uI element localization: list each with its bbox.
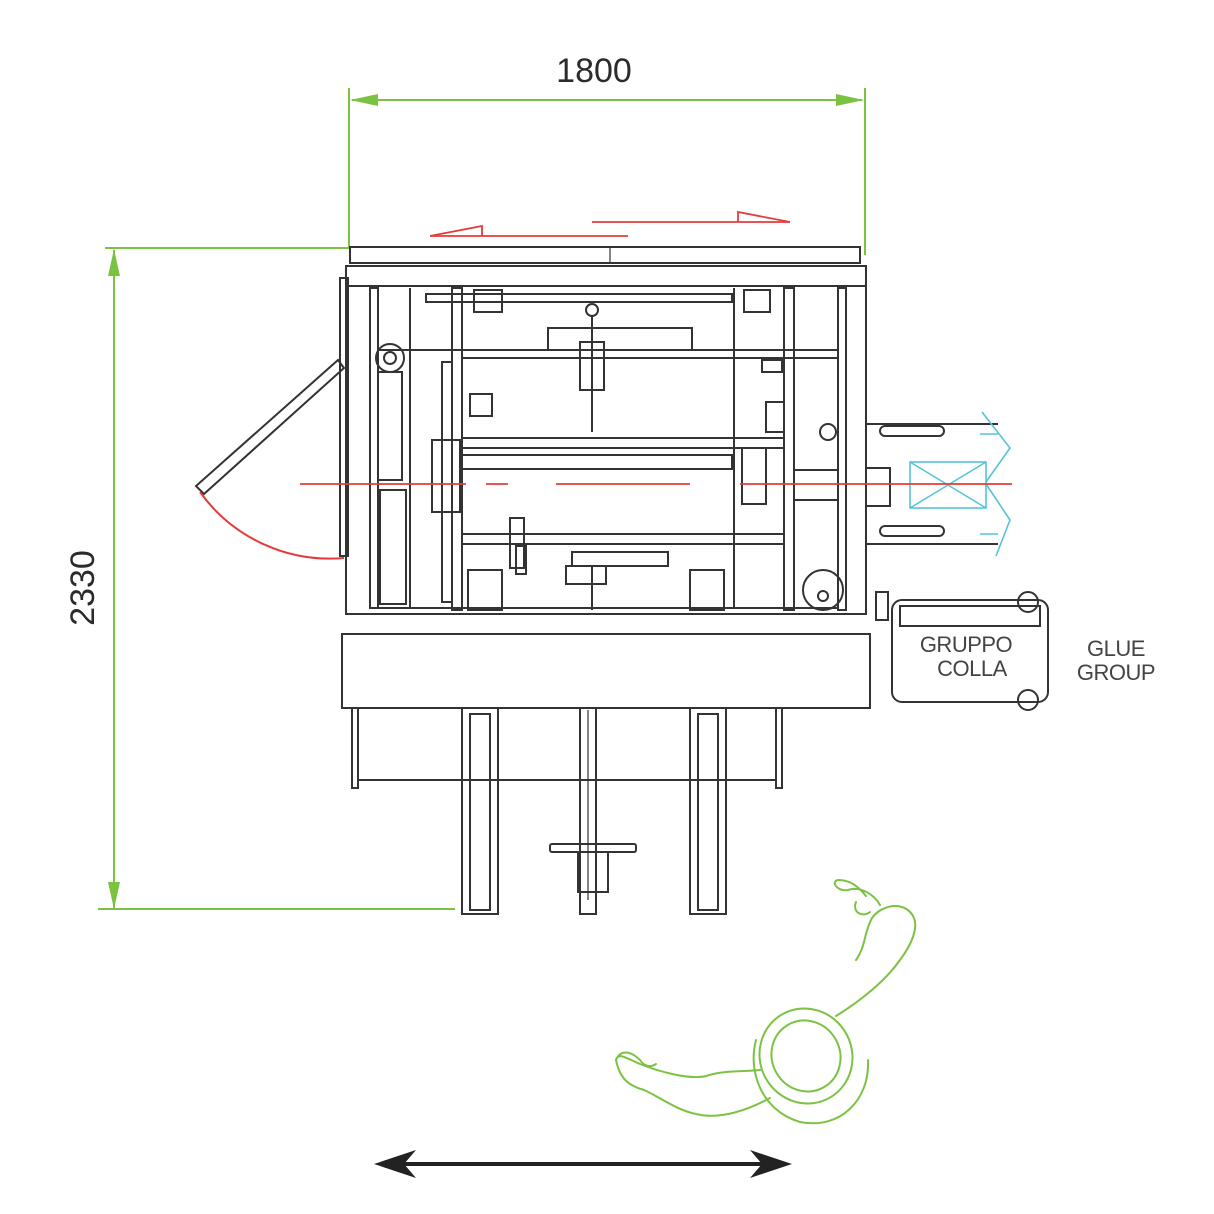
- glue-group-label-line2: GROUP: [1077, 660, 1155, 685]
- gruppo-colla-label-line1: GRUPPO: [920, 632, 1013, 657]
- left-door: [194, 358, 346, 560]
- double-arrow-icon: [374, 1150, 792, 1178]
- glue-group-unit: [891, 591, 1049, 711]
- machine-base: [341, 633, 871, 915]
- gruppo-colla-label-line2: COLLA: [937, 656, 1007, 681]
- flow-arrows-top: [429, 210, 791, 237]
- height-dimension: [98, 249, 455, 910]
- glue-group-label-line1: GLUE: [1087, 636, 1145, 661]
- machine-frame: [339, 246, 867, 615]
- outfeed-box-icon: [909, 411, 1011, 557]
- height-dimension-label: 2330: [64, 550, 102, 626]
- operator-figure-icon: [615, 879, 917, 1125]
- width-dimension-label: 1800: [556, 52, 632, 90]
- width-dimension: [105, 88, 866, 255]
- outfeed-section: [865, 423, 998, 621]
